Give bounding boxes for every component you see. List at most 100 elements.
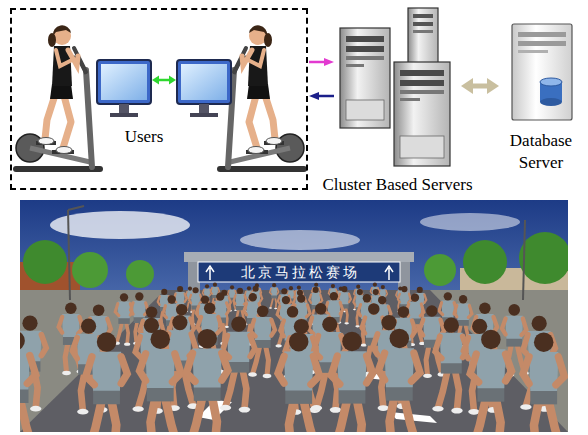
marathon-scene-part (240, 230, 360, 250)
runner-figure-part (396, 292, 397, 298)
node-label: Database Server (500, 130, 582, 174)
runner-figure-part (315, 303, 327, 315)
runner-figure-part (197, 317, 201, 333)
elliptical-user-part (53, 25, 71, 36)
runner-figure-part (411, 293, 419, 301)
runner-figure-part (329, 289, 331, 295)
runner-figure-part (131, 303, 134, 314)
runner-figure-part (277, 288, 278, 294)
marathon-scene-part (20, 200, 568, 432)
runner-figure-part (451, 408, 462, 414)
marathon-scene (20, 200, 568, 432)
runner-figure-part (342, 332, 362, 352)
runner-figure (183, 329, 228, 432)
runner-figure (379, 329, 424, 432)
runner-figure-part (211, 288, 213, 294)
runner-figure-part (297, 286, 301, 290)
runner-figure-part (424, 294, 426, 302)
runner-figure-part (330, 292, 338, 300)
runner-figure-part (357, 400, 362, 432)
runner-figure-part (341, 286, 347, 292)
runner-figure-part (213, 283, 217, 287)
runner-figure-part (107, 319, 111, 335)
runner-figure-part (372, 287, 378, 295)
runner-figure-part (362, 318, 366, 334)
monitor-part (97, 60, 151, 104)
runner-figure-part (197, 329, 217, 349)
peer-link-arrow (152, 76, 176, 85)
runner-figure-part (59, 317, 63, 333)
runner-figure-part (354, 290, 356, 296)
monitor-part (177, 60, 231, 104)
runner-figure-part (234, 295, 236, 303)
runner-figure-part (398, 306, 410, 318)
runner-figure-part (230, 285, 234, 289)
runner-figure-part (306, 305, 310, 317)
runner-figure-part (481, 330, 501, 350)
marathon-scene-part (420, 213, 520, 231)
peer-link-arrow-part (169, 76, 176, 85)
runner-figure-part (496, 398, 501, 432)
runner-figure-part (177, 286, 183, 292)
runner-figure-part (534, 332, 554, 352)
runner-figure-part (304, 400, 316, 432)
runner-figure-part (189, 295, 191, 303)
runner-figure-part (276, 344, 282, 347)
runner-figure-part (549, 401, 561, 432)
runner-figure-part (378, 405, 389, 411)
database-tower (512, 24, 572, 120)
runner-figure-part (257, 305, 269, 317)
runner-figure-part (556, 357, 565, 385)
monitor (177, 60, 231, 117)
elliptical-user (16, 25, 100, 169)
runner-figure-part (463, 338, 468, 359)
runner-figure-part (335, 400, 347, 432)
runner-figure-part (281, 288, 287, 294)
monitor-part (110, 113, 138, 117)
database-server: Database Server (500, 18, 582, 126)
runner-figure-part (231, 317, 246, 332)
runner-figure-part (115, 304, 119, 316)
runner-figure-part (297, 295, 305, 303)
monitor-part (199, 104, 209, 113)
runner-figure-part (289, 286, 293, 290)
runner-figure-part (311, 405, 322, 411)
runner-figure-part (117, 322, 122, 342)
runner-figure-part (363, 294, 371, 302)
runner-figure-part (349, 294, 351, 302)
runner-figure-part (320, 294, 323, 303)
runner-figure-part (190, 397, 202, 432)
runner-figure-part (186, 353, 195, 381)
runner-figure-part (111, 401, 116, 432)
runner-figure-part (188, 287, 192, 291)
server-tower-part (340, 28, 390, 128)
runner-figure-part (274, 308, 277, 310)
runner-figure-part (386, 290, 387, 296)
runner-figure-part (309, 317, 314, 334)
runner-figure-part (479, 303, 491, 315)
runner-figure-part (358, 304, 361, 315)
runner-crowd (20, 283, 568, 432)
marathon-scene-part (463, 240, 507, 284)
runner-figure-part (287, 306, 299, 318)
runner-figure-part (244, 303, 247, 314)
runner-figure-part (412, 321, 416, 337)
runner-figure-part (357, 289, 363, 295)
runner-figure-part (249, 293, 257, 301)
runner-figure-part (532, 316, 547, 331)
runner-figure-part (216, 292, 224, 300)
runner-figure-part (331, 284, 335, 288)
runner-figure (20, 331, 39, 432)
elliptical-user-part (50, 84, 73, 99)
marathon-scene-part (184, 252, 414, 262)
runner-figure-part (165, 398, 177, 432)
runner-figure-part (20, 399, 32, 432)
server-cluster: Cluster Based Servers (335, 5, 460, 170)
runner-figure-part (93, 304, 105, 316)
monitor-part (101, 64, 147, 100)
runner-figure-part (330, 407, 341, 413)
runner-figure-part (150, 398, 155, 432)
runner-figure-part (404, 397, 416, 432)
runner-figure-part (168, 295, 176, 303)
